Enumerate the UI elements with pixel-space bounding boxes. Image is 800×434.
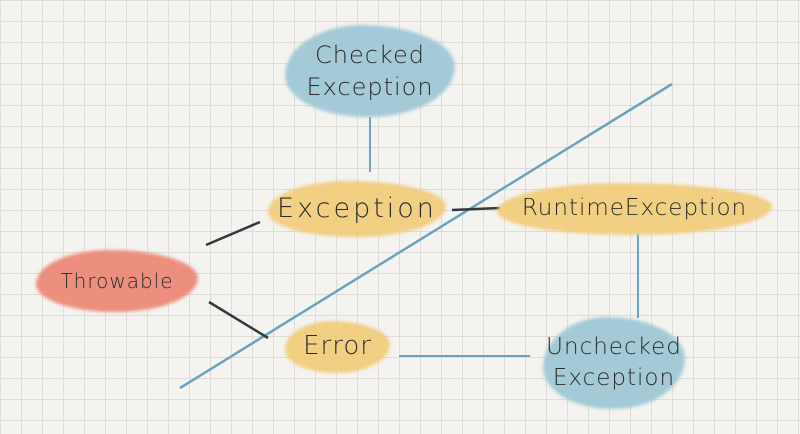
throwable-node: Throwable: [36, 250, 198, 312]
unchecked-exception-node: Unchecked Exception: [543, 317, 685, 409]
divider-line: [179, 82, 673, 390]
exception-label: Exception: [277, 192, 437, 224]
edge-throwable-error: [208, 300, 269, 340]
exception-blob: [268, 181, 446, 237]
runtime-exception-blob: [497, 183, 772, 235]
throwable-blob: [36, 250, 198, 312]
unchecked-exception-label: Unchecked Exception: [546, 333, 682, 391]
error-node: Error: [285, 321, 390, 373]
runtime-exception-label: RuntimeException: [521, 195, 748, 222]
edge-exception-runtime: [451, 206, 501, 212]
checked-exception-label: Checked Exception: [306, 40, 434, 101]
exception-node: Exception: [268, 181, 446, 237]
unchecked-exception-blob: [543, 317, 685, 409]
checked-exception-blob: [285, 25, 455, 117]
throwable-label: Throwable: [60, 268, 174, 293]
runtime-exception-node: RuntimeException: [497, 183, 772, 235]
error-blob: [285, 321, 390, 373]
edge-throwable-exception: [205, 220, 261, 247]
error-label: Error: [303, 331, 372, 362]
checked-exception-node: Checked Exception: [285, 25, 455, 117]
